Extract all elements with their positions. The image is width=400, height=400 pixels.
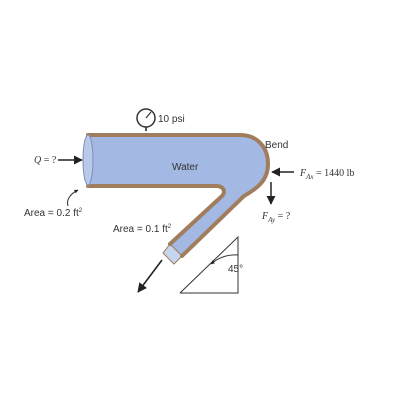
flow-rate-label: Q = ? xyxy=(34,155,57,166)
inlet-cross-section xyxy=(82,134,94,186)
force-ay-label: FAy = ? xyxy=(261,211,291,224)
angle-arc xyxy=(210,254,239,265)
outlet-area-label: Area = 0.1 ft2 xyxy=(113,224,172,235)
inlet-area-leader xyxy=(67,189,79,207)
pipe-wall-top xyxy=(86,133,271,258)
pipe-wall-bottom xyxy=(86,184,226,246)
bend-label: Bend xyxy=(265,140,288,151)
angle-reference-triangle xyxy=(179,235,239,294)
water-label: Water xyxy=(172,162,199,173)
jet-out-arrow xyxy=(137,259,163,293)
angle-label: 45° xyxy=(228,264,243,275)
nozzle-tip xyxy=(162,243,183,265)
water-body xyxy=(88,135,268,256)
force-ax-label: FAx = 1440 lb xyxy=(299,168,354,181)
inlet-area-label: Area = 0.2 ft2 xyxy=(24,208,83,219)
pressure-label: 10 psi xyxy=(158,114,185,125)
gauge-needle xyxy=(145,111,152,119)
